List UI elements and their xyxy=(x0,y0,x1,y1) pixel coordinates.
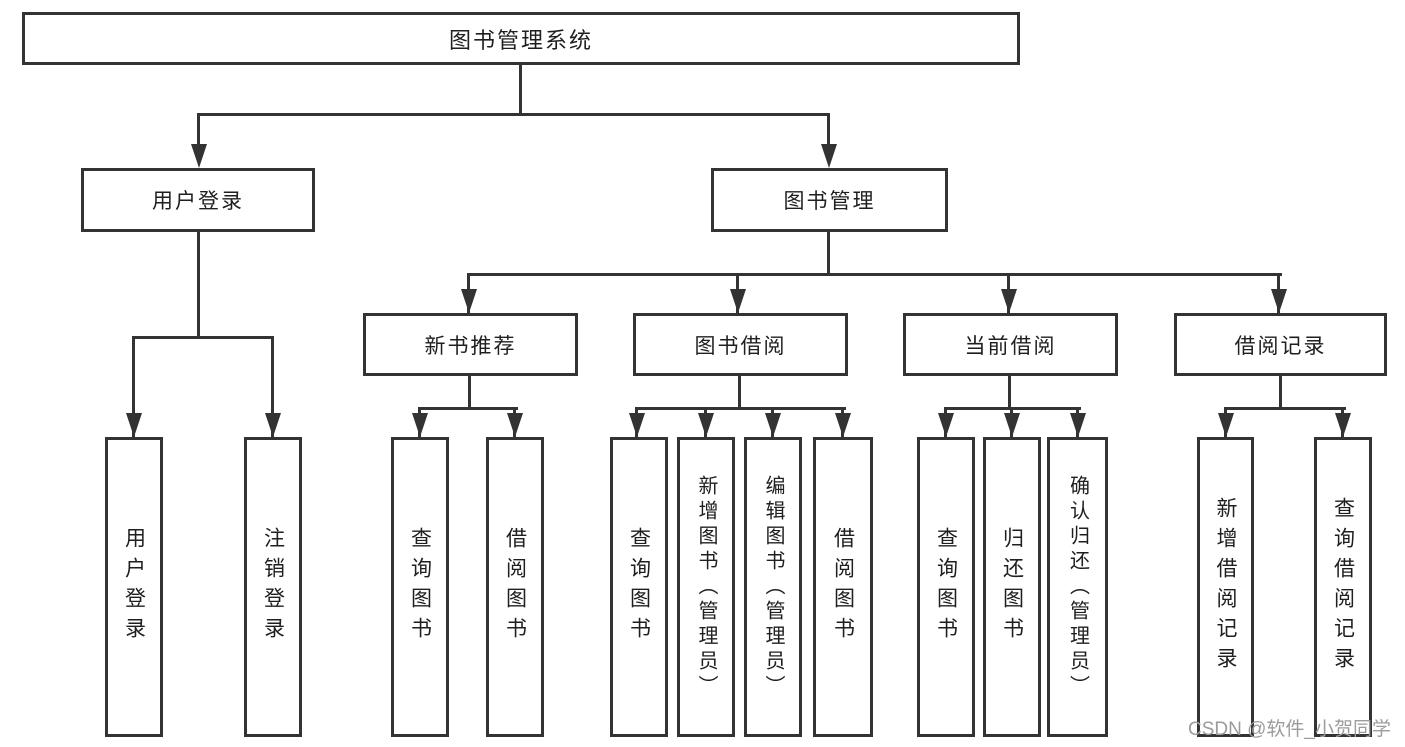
connector-level2-rail xyxy=(197,113,830,116)
leaf-user-login-label: 用户登录 xyxy=(122,527,146,647)
arrowhead-book-management xyxy=(821,144,837,168)
arrowhead-add-record xyxy=(1218,413,1234,437)
leaf-borrow-books-borrowing: 借阅图书 xyxy=(813,437,873,737)
connector-user-login-stem xyxy=(197,232,200,336)
leaf-logout-login: 注销登录 xyxy=(244,437,302,737)
leaf-edit-books-admin: 编辑图书（管理员） xyxy=(744,437,802,737)
connector-new-book-rail xyxy=(418,407,518,410)
arrowhead-leaf-user-login xyxy=(126,413,142,437)
leaf-borrow-books-recommend-label: 借阅图书 xyxy=(503,527,527,647)
leaf-confirm-return-admin: 确认归还（管理员） xyxy=(1047,437,1108,737)
connector-drop-user-login xyxy=(197,113,200,145)
leaf-borrow-books-borrowing-label: 借阅图书 xyxy=(831,527,855,647)
node-current-borrowing: 当前借阅 xyxy=(903,313,1118,376)
leaf-confirm-return-admin-label: 确认归还（管理员） xyxy=(1066,474,1089,700)
leaf-query-books-current-label: 查询图书 xyxy=(934,527,958,647)
arrowhead-new-book xyxy=(461,289,477,313)
arrowhead-edit-books xyxy=(765,413,781,437)
connector-book-mgmt-stem xyxy=(827,232,830,273)
arrowhead-borrow-books-2 xyxy=(835,413,851,437)
arrowhead-book-borrowing xyxy=(730,289,746,313)
node-borrowing-records-label: 借阅记录 xyxy=(1234,334,1327,358)
arrowhead-user-login xyxy=(191,144,207,168)
arrowhead-confirm-return xyxy=(1070,413,1086,437)
watermark-text: CSDN @软件_小贺同学 xyxy=(1188,719,1391,740)
node-user-login-label: 用户登录 xyxy=(152,190,244,213)
leaf-logout-login-label: 注销登录 xyxy=(261,527,285,647)
arrowhead-borrow-books-1 xyxy=(507,413,523,437)
leaf-borrow-books-recommend: 借阅图书 xyxy=(486,437,544,737)
leaf-query-books-recommend-label: 查询图书 xyxy=(408,527,432,647)
leaf-edit-books-admin-label: 编辑图书（管理员） xyxy=(762,474,784,700)
node-current-borrowing-label: 当前借阅 xyxy=(964,334,1057,358)
arrowhead-return-books xyxy=(1004,413,1020,437)
connector-current-borrowing-stem xyxy=(1008,376,1011,407)
connector-borrowing-records-rail xyxy=(1224,407,1346,410)
node-book-borrowing: 图书借阅 xyxy=(633,313,848,376)
leaf-user-login: 用户登录 xyxy=(105,437,163,737)
node-library-system: 图书管理系统 xyxy=(22,12,1020,65)
leaf-return-books-label: 归还图书 xyxy=(1000,527,1024,647)
connector-drop-book-management xyxy=(827,113,830,145)
arrowhead-query-record xyxy=(1335,413,1351,437)
leaf-query-borrow-record-label: 查询借阅记录 xyxy=(1331,497,1355,677)
arrowhead-query-books-1 xyxy=(412,413,428,437)
connector-drop-leaf-user-login xyxy=(132,336,135,437)
leaf-query-books-current: 查询图书 xyxy=(917,437,975,737)
leaf-return-books: 归还图书 xyxy=(983,437,1041,737)
connector-user-login-rail xyxy=(132,336,274,339)
leaf-query-books-recommend: 查询图书 xyxy=(391,437,449,737)
arrowhead-current-borrowing xyxy=(1001,289,1017,313)
node-book-management-label: 图书管理 xyxy=(783,190,876,213)
connector-borrowing-records-stem xyxy=(1279,376,1282,407)
leaf-query-borrow-record: 查询借阅记录 xyxy=(1314,437,1372,737)
leaf-add-books-admin: 新增图书（管理员） xyxy=(677,437,735,737)
connector-level3-rail xyxy=(467,273,1282,276)
leaf-add-borrow-record-label: 新增借阅记录 xyxy=(1214,497,1237,677)
arrowhead-borrowing-records xyxy=(1271,289,1287,313)
connector-book-borrowing-rail xyxy=(635,407,846,410)
leaf-query-books-borrowing: 查询图书 xyxy=(610,437,668,737)
leaf-query-books-borrowing-label: 查询图书 xyxy=(627,527,651,647)
node-new-book-recommendation-label: 新书推荐 xyxy=(424,334,517,358)
node-book-borrowing-label: 图书借阅 xyxy=(694,334,787,358)
node-library-system-label: 图书管理系统 xyxy=(448,27,593,53)
node-user-login: 用户登录 xyxy=(81,168,315,232)
node-borrowing-records: 借阅记录 xyxy=(1174,313,1387,376)
arrowhead-query-books-3 xyxy=(938,413,954,437)
connector-book-borrowing-stem xyxy=(738,376,741,407)
leaf-add-books-admin-label: 新增图书（管理员） xyxy=(695,474,717,700)
leaf-add-borrow-record: 新增借阅记录 xyxy=(1197,437,1254,737)
connector-root-stem xyxy=(519,65,522,113)
connector-new-book-stem xyxy=(468,376,471,407)
arrowhead-add-books xyxy=(698,413,714,437)
node-new-book-recommendation: 新书推荐 xyxy=(363,313,578,376)
node-book-management: 图书管理 xyxy=(711,168,948,232)
arrowhead-query-books-2 xyxy=(629,413,645,437)
arrowhead-leaf-logout xyxy=(265,413,281,437)
connector-drop-leaf-logout xyxy=(271,336,274,437)
